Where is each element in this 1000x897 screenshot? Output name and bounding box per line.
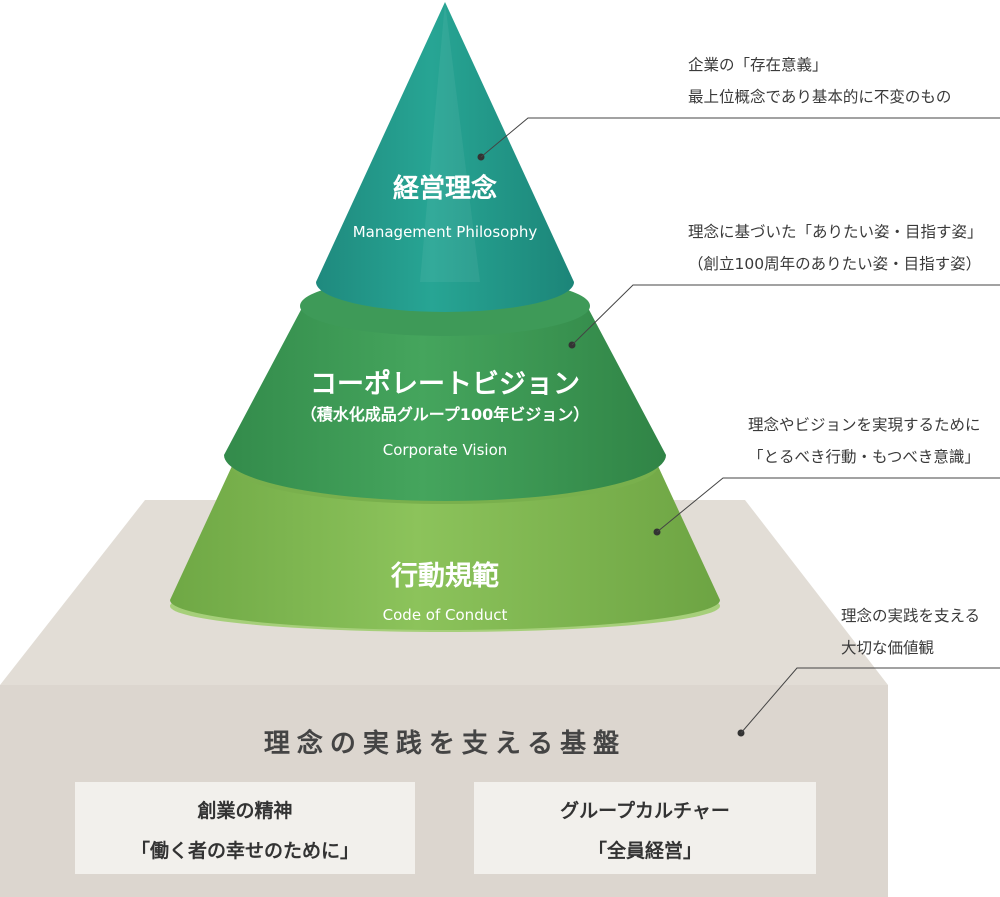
foundation-box-founding-spirit	[75, 782, 415, 874]
callout-base-line	[740, 667, 1000, 734]
tier-top-title: 経営理念	[393, 173, 497, 204]
group-culture-heading: グループカルチャー	[560, 799, 730, 822]
foundation-box-group-culture	[474, 782, 816, 874]
tier-middle-subtitle: Corporate Vision	[383, 441, 508, 459]
tier-middle-title: コーポレートビジョン	[310, 369, 580, 400]
callout-base	[737, 667, 1000, 737]
tier-top-subtitle: Management Philosophy	[353, 223, 538, 241]
tier-top-highlight	[420, 2, 480, 282]
founding-spirit-heading: 創業の精神	[197, 799, 292, 822]
annotation-base-line2: 大切な価値観	[841, 639, 934, 657]
annotation-middle-line1: 理念に基づいた「ありたい姿・目指す姿」	[688, 222, 983, 241]
tier-bottom-body	[170, 466, 720, 630]
group-culture-motto: 「全員経営」	[588, 839, 702, 862]
tier-middle-title-sub: （積水化成品グループ100年ビジョン）	[301, 405, 589, 424]
callout-bottom	[653, 477, 1000, 536]
callout-middle-line	[571, 284, 1000, 346]
tier-bottom-title: 行動規範	[390, 560, 499, 592]
annotation-bottom-line1: 理念やビジョンを実現するために	[748, 415, 981, 434]
annotation-bottom-line2: 「とるべき行動・もつべき意識」	[748, 447, 980, 466]
tier-top-body	[316, 2, 574, 312]
annotation-top-line2: 最上位概念であり基本的に不変のもの	[688, 87, 951, 106]
callout-middle	[568, 284, 1000, 349]
tier-bottom-subtitle: Code of Conduct	[383, 606, 508, 624]
callout-top	[477, 117, 1000, 161]
foundation-title: 理念の実践を支える基盤	[264, 728, 626, 759]
callout-top-line	[480, 117, 1000, 158]
tier-management-philosophy	[316, 2, 574, 312]
annotation-middle-line2: （創立100周年のありたい姿・目指す姿）	[688, 255, 981, 273]
callout-bottom-line	[656, 477, 1000, 533]
founding-spirit-motto: 「働く者の幸せのために」	[131, 839, 359, 862]
annotation-base-line1: 理念の実践を支える	[841, 606, 980, 625]
tier-middle-body	[224, 306, 666, 501]
annotation-top-line1: 企業の「存在意義」	[688, 55, 828, 74]
